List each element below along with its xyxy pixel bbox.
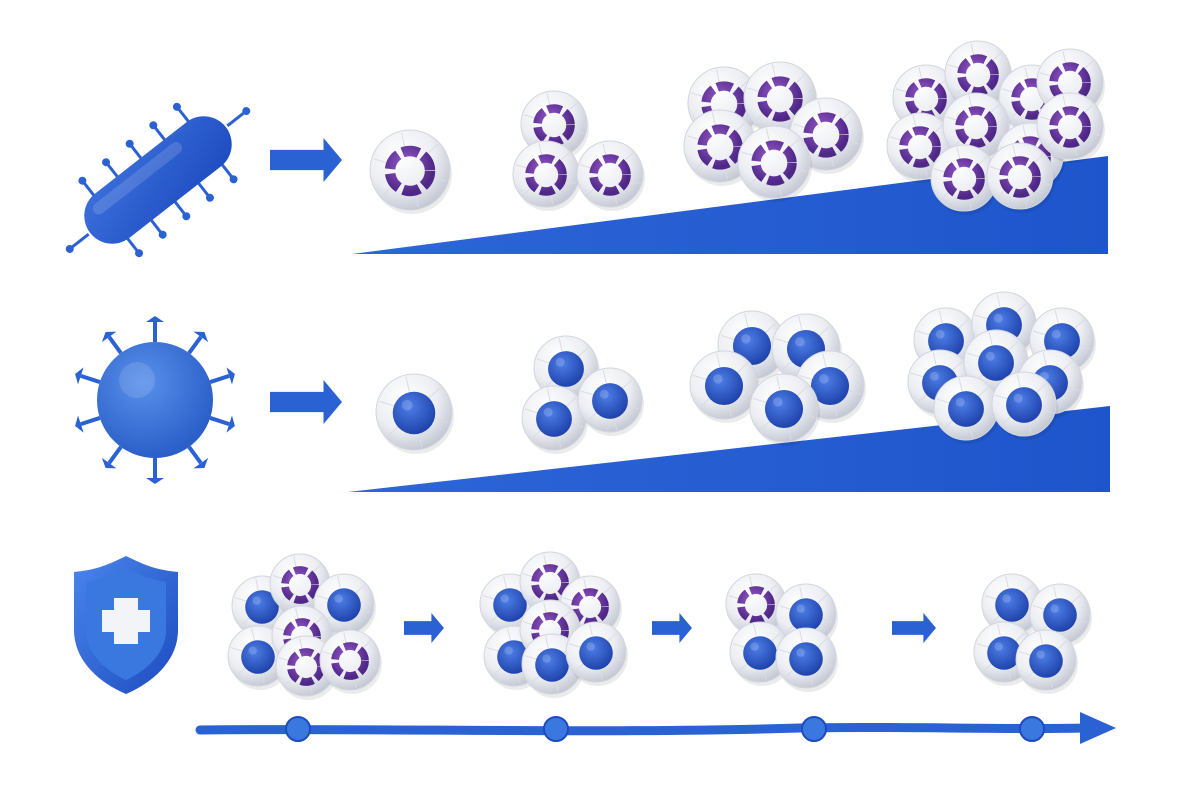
shield-cross-icon xyxy=(74,556,178,694)
treatment-stage-4 xyxy=(973,573,1092,694)
blue-nucleus-cell xyxy=(375,373,454,454)
blue-nucleus-cell xyxy=(749,373,820,446)
timeline-marker xyxy=(285,716,311,742)
purple-nucleus-cell xyxy=(576,140,645,211)
treatment-stage-1 xyxy=(227,553,382,700)
right-arrow-icon xyxy=(404,613,444,643)
blue-nucleus-cell xyxy=(521,385,588,454)
timeline-arrow xyxy=(195,712,1116,744)
treatment-stage-2 xyxy=(479,551,628,698)
purple-nucleus-cell xyxy=(1036,92,1105,163)
blue-nucleus-cell xyxy=(1015,629,1078,694)
purple-nucleus-cell xyxy=(319,629,382,694)
purple-nucleus-cell xyxy=(737,125,812,202)
blue-nucleus-cell xyxy=(933,375,1000,444)
blue-nucleus-cell xyxy=(313,573,376,638)
purple-nucleus-cell xyxy=(942,92,1011,163)
right-arrow-icon xyxy=(652,613,692,643)
purple-nucleus-cell xyxy=(986,142,1055,213)
purple-nucleus-cell xyxy=(930,144,999,215)
timeline-marker xyxy=(1019,716,1045,742)
blue-nucleus-cell xyxy=(981,573,1044,638)
growth-wedge-viral xyxy=(348,406,1110,492)
right-arrow-icon xyxy=(270,380,342,424)
right-arrow-icon xyxy=(892,613,936,643)
purple-nucleus-cell xyxy=(512,140,581,211)
blue-nucleus-cell xyxy=(991,371,1058,440)
growth-wedge-bacterial xyxy=(352,156,1108,254)
blue-nucleus-cell xyxy=(775,627,838,692)
purple-nucleus-cell xyxy=(369,129,452,214)
timeline-marker xyxy=(543,716,569,742)
timeline-marker xyxy=(801,716,827,742)
blue-nucleus-cell xyxy=(689,350,760,423)
purple-nucleus-cell xyxy=(725,573,788,638)
right-arrow-icon xyxy=(270,138,342,182)
blue-nucleus-cell xyxy=(565,621,628,686)
treatment-stage-3 xyxy=(725,573,838,692)
virus-icon xyxy=(75,316,235,484)
blue-nucleus-cell xyxy=(577,367,644,436)
bacterium-icon xyxy=(65,102,251,258)
blue-nucleus-cell xyxy=(729,621,792,686)
